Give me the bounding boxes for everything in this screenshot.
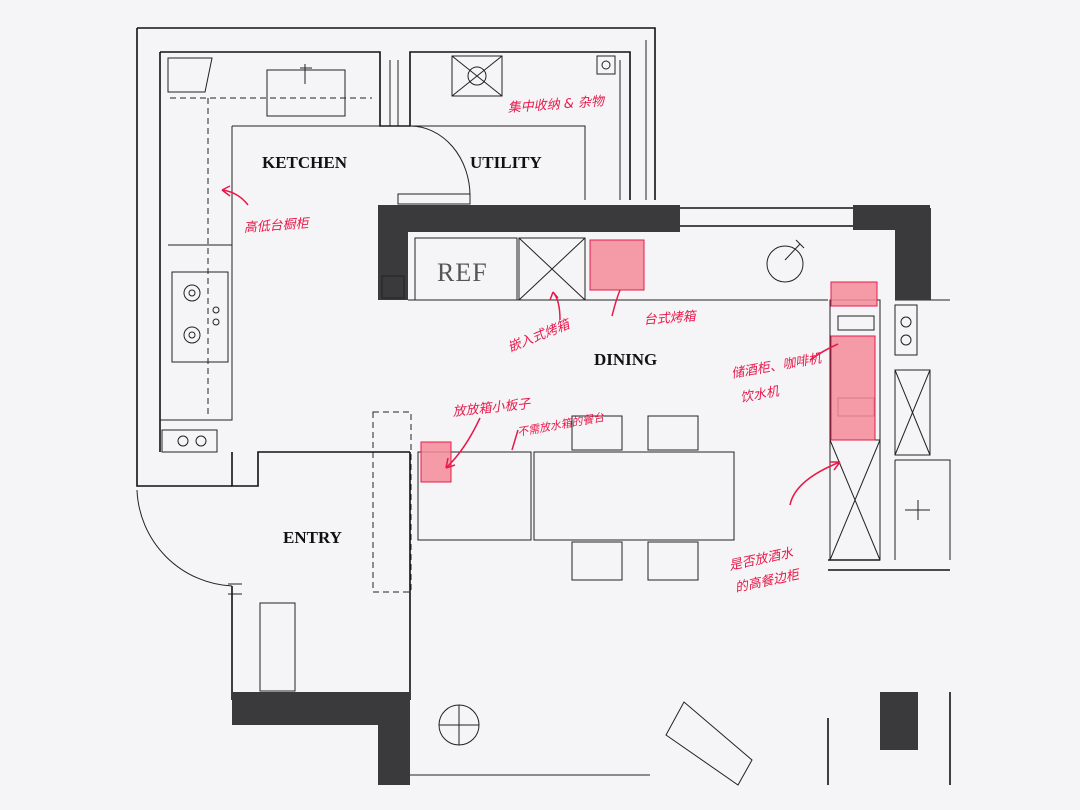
highlight-boxes	[420, 239, 878, 483]
note-coffee-machine-2: 饮水机	[739, 384, 781, 406]
note-coffee-machine-1: 储酒柜、咖啡机	[730, 351, 823, 382]
room-label-entry: ENTRY	[283, 528, 342, 547]
oven-highlight	[589, 239, 645, 291]
living-fixtures	[410, 701, 753, 786]
note-water-table: 不需放水箱的餐台	[516, 411, 606, 439]
kitchen-fixtures	[161, 57, 471, 453]
note-tall-cabinet-2: 的高餐边柜	[734, 567, 803, 596]
wall-fills	[232, 205, 930, 785]
note-utility-storage: 集中收纳 & 杂物	[507, 94, 606, 116]
room-label-utility: UTILITY	[470, 153, 542, 172]
note-small-appliance: 放放箱小板子	[452, 397, 532, 420]
utility-fixtures	[451, 55, 616, 97]
note-low-cabinet: 高低台橱柜	[243, 216, 311, 236]
dining-set	[259, 411, 735, 692]
ref-label: REF	[437, 258, 488, 287]
annotation-arrows	[221, 185, 841, 506]
note-oven-table: 台式烤箱	[643, 309, 698, 328]
room-label-dining: DINING	[594, 350, 657, 369]
entry-door	[136, 489, 242, 595]
room-label-kitchen: KETCHEN	[262, 153, 348, 172]
wine-fridge-highlight	[830, 335, 876, 441]
coffee-machine-highlight	[830, 281, 878, 307]
outer-walls	[136, 27, 951, 785]
note-built-in-oven: 嵌入式烤箱	[506, 317, 574, 356]
ref-cabinets	[381, 237, 828, 301]
